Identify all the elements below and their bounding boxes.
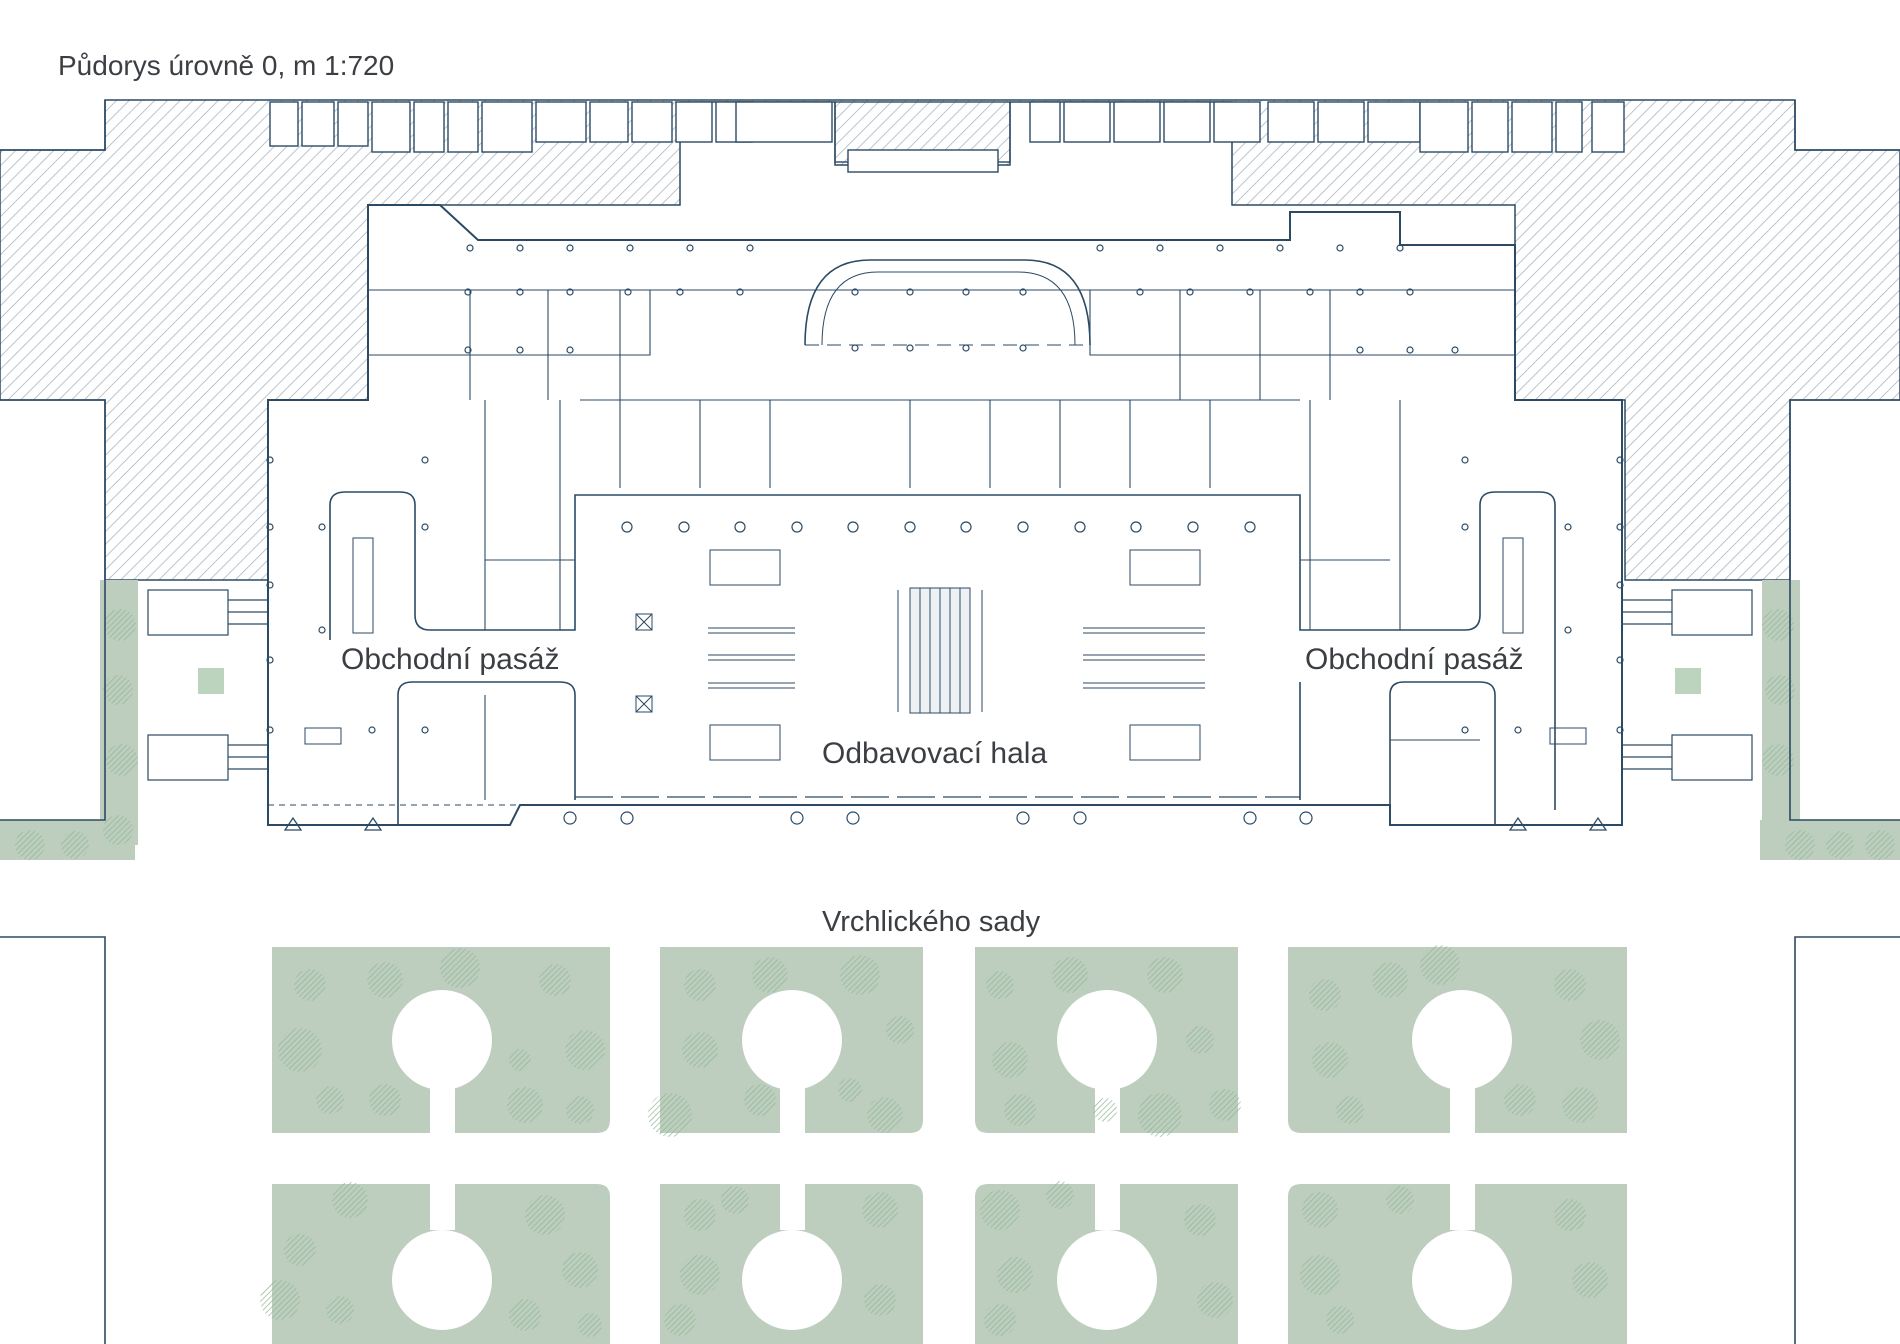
side-bridges xyxy=(147,589,1753,781)
label-park: Vrchlického sady xyxy=(822,906,1041,938)
columns xyxy=(266,244,1624,825)
label-shopping-passage-right: Obchodní pasáž xyxy=(1305,643,1524,676)
entrance-markers xyxy=(283,816,1608,831)
side-greenery xyxy=(0,580,1900,860)
label-check-in-hall: Odbavovací hala xyxy=(822,737,1048,770)
plan-title: Půdorys úrovně 0, m 1:720 xyxy=(58,50,395,81)
station-building xyxy=(267,204,1623,826)
top-buildings xyxy=(269,101,1625,173)
park-blocks xyxy=(272,947,1627,1344)
label-shopping-passage-left: Obchodní pasáž xyxy=(341,643,560,676)
city-blocks xyxy=(0,100,1900,1344)
escalators xyxy=(304,537,1587,761)
park-trees xyxy=(260,945,1620,1337)
